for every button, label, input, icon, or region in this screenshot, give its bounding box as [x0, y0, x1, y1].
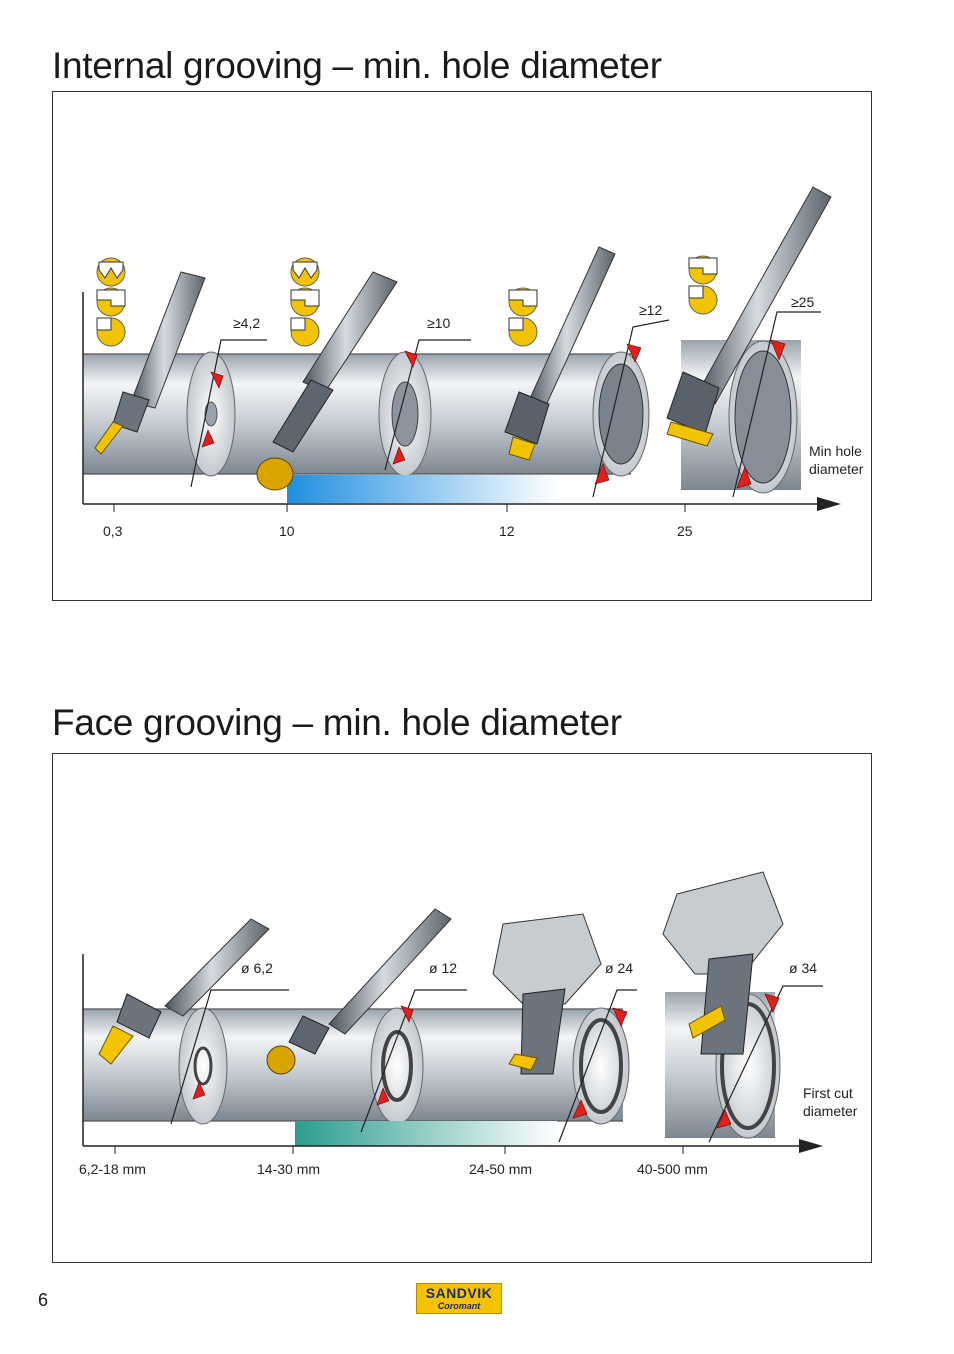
face-tool-4	[662, 871, 784, 1055]
internal-grooving-illustration	[82, 186, 841, 512]
face-grooving-panel: ø 6,2 ø 12 ø 24 ø 34 First cut diameter …	[52, 753, 872, 1263]
min-dia-label-4: ≥25	[791, 294, 815, 310]
dia-label-2: ø 12	[429, 960, 458, 976]
tick-label: 24-50 mm	[469, 1161, 533, 1177]
boring-bar-1	[94, 271, 206, 455]
tick-label: 0,3	[103, 523, 123, 539]
disc-1	[178, 1007, 228, 1125]
face-grooving-illustration	[82, 871, 823, 1154]
boring-bar-3	[504, 246, 616, 461]
insert-profile-icons-1	[96, 257, 126, 347]
axis-note: First cut diameter	[803, 1084, 858, 1120]
boring-bar-2	[256, 271, 398, 491]
axis-arrow	[817, 497, 841, 511]
dia-label-1: ø 6,2	[241, 960, 273, 976]
face-grooving-title: Face grooving – min. hole diameter	[52, 702, 622, 743]
internal-grooving-title: Internal grooving – min. hole diameter	[52, 45, 662, 86]
page-number: 6	[38, 1290, 49, 1310]
range-band	[295, 1121, 557, 1146]
insert-profile-icons-3	[508, 287, 538, 347]
sandvik-coromant-logo: SANDVIK Coromant	[416, 1283, 502, 1314]
dia-label-3: ø 24	[605, 960, 634, 976]
tick-label: 10	[279, 523, 295, 539]
boring-bar-4	[666, 186, 832, 447]
tick-label: 25	[677, 523, 693, 539]
dimension-leaders	[190, 311, 821, 498]
face-tool-1	[98, 918, 270, 1065]
dia-label-4: ø 34	[789, 960, 818, 976]
insert-profile-icons-2	[290, 257, 320, 347]
min-dia-label-1: ≥4,2	[233, 315, 261, 331]
internal-grooving-panel: ≥4,2 ≥10 ≥12 ≥25 Min hole diameter 0,3 1…	[52, 91, 872, 601]
axis-arrow	[799, 1139, 823, 1153]
tick-label: 12	[499, 523, 515, 539]
disc-2	[370, 1007, 424, 1125]
min-dia-label-3: ≥12	[639, 302, 663, 318]
axis-note: Min hole diameter	[809, 442, 864, 478]
tick-label: 6,2-18 mm	[79, 1161, 146, 1177]
tick-label: 40-500 mm	[637, 1161, 708, 1177]
red-markers	[201, 339, 786, 489]
tick-label: 14-30 mm	[257, 1161, 321, 1177]
min-dia-label-2: ≥10	[427, 315, 451, 331]
face-tool-2	[266, 908, 452, 1075]
dimension-leaders	[170, 985, 823, 1143]
red-markers	[192, 993, 780, 1129]
insert-profile-icons-4	[688, 255, 718, 315]
range-band	[287, 475, 557, 503]
face-tool-3	[492, 913, 602, 1075]
